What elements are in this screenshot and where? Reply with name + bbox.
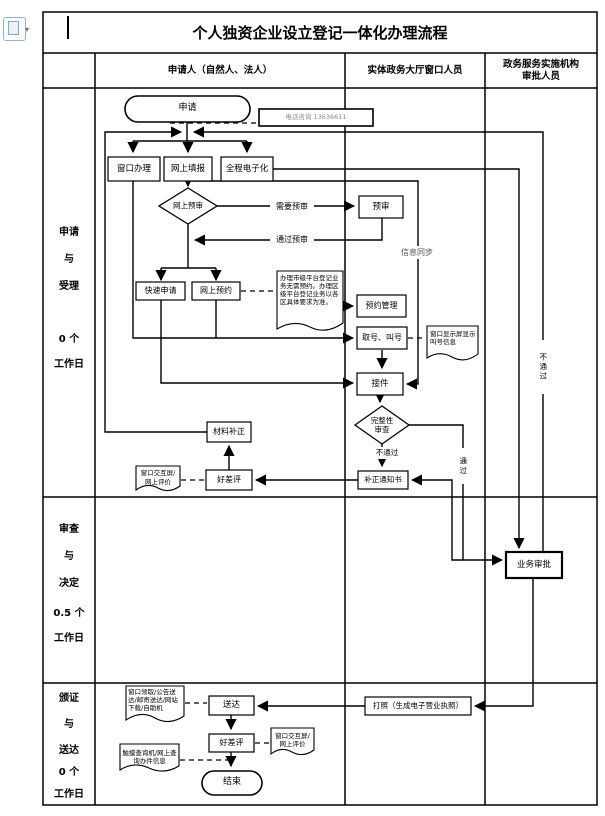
- node-correction-notice: 补正通知书: [364, 475, 402, 485]
- node-shapes: [107, 95, 564, 796]
- edge-label-info-sync: 信息同步: [396, 246, 438, 259]
- fast-apply-shape: [135, 281, 186, 301]
- node-window-handle: 窗口办理: [116, 163, 151, 174]
- edge-label-pass-precheck: 通过预审: [270, 233, 314, 246]
- node-delivery-note: 窗口领取/公告送达/邮寄送达/网站下载/自助机: [128, 688, 178, 713]
- rating-note1-shape: [135, 465, 181, 492]
- edge-diamond-split: [161, 224, 216, 269]
- material-correction-shape: [206, 421, 252, 443]
- delivery-shape: [208, 695, 255, 716]
- node-take-number: 取号、叫号: [362, 333, 402, 342]
- edge-pass-precheck: [193, 218, 383, 246]
- edge-electronic-to-approval: [272, 168, 525, 550]
- node-end: 结束: [222, 777, 241, 788]
- node-booking-mgmt: 预约管理: [365, 301, 398, 310]
- correction-notice-shape: [357, 470, 409, 490]
- online-fill-shape: [163, 156, 213, 182]
- edge-approval-to-print: [473, 578, 534, 712]
- edge-label-approval-fail: 不通过: [536, 340, 550, 394]
- node-rating-note-1: 窗口交互屏/网上评价: [140, 469, 176, 486]
- take-number-shape: [356, 326, 408, 350]
- phone-note-shape: [258, 108, 374, 127]
- flow-edges: [104, 122, 544, 768]
- edge-label-check-pass: 通过: [456, 448, 470, 484]
- completeness-check-diamond: [353, 405, 411, 445]
- online-precheck-diamond: [157, 187, 219, 225]
- query-note-shape: [119, 743, 180, 772]
- node-delivery: 送达: [222, 700, 240, 711]
- rating2-shape: [208, 733, 255, 753]
- table-grid: [42, 11, 598, 806]
- end-shape: [201, 770, 263, 796]
- node-completeness-check: 完整性 审查: [370, 415, 394, 434]
- number-note-shape: [426, 325, 479, 361]
- phase-label-apply-accept: 申请 与 受理: [59, 227, 79, 292]
- edge-check-pass-to-approval: [409, 424, 504, 566]
- dashed-edges: [170, 122, 425, 761]
- phase-days-apply-accept: 0 个 工作日: [54, 334, 84, 370]
- edge-info-sync: [188, 180, 419, 390]
- node-fast-apply: 快速申请: [144, 286, 177, 295]
- node-online-booking: 网上预约: [200, 286, 232, 295]
- paste-options-icon[interactable]: ▾: [3, 17, 33, 43]
- text-cursor: [67, 16, 69, 39]
- node-full-electronic: 全程电子化: [225, 163, 269, 174]
- intake-shape: [356, 372, 404, 396]
- approval-shape: [504, 550, 564, 580]
- node-material-correction: 材料补正: [213, 427, 245, 436]
- edge-fast-to-intake: [160, 300, 355, 389]
- print-license-shape: [364, 696, 472, 716]
- phase-days-issue-deliver: 0 个 工作日: [54, 767, 84, 800]
- column-header-window-staff: 实体政务大厅窗口人员: [367, 64, 463, 76]
- dropdown-chevron-icon: ▾: [25, 25, 30, 34]
- node-rating-note-2: 窗口交互屏/网上评价: [275, 731, 310, 748]
- node-booking-note: 办理市级平台登记业务无需预约。办理区级平台登记业务以各区具体要求为准。: [280, 274, 339, 307]
- edge-label-check-fail: 不通过: [370, 447, 404, 459]
- outer-border: [42, 11, 598, 806]
- node-number-note: 窗口显示屏显示叫号信息: [430, 330, 476, 347]
- node-phone-note: 电话咨询 13636611: [285, 113, 347, 122]
- edge-start-split: [133, 122, 247, 142]
- node-intake: 接件: [371, 378, 389, 389]
- edge-to-correction-notice: [410, 474, 463, 561]
- window-handle-shape: [107, 156, 161, 182]
- phase-days-review-decide: 0.5 个 工作日: [53, 608, 85, 644]
- node-rating-2: 好差评: [219, 738, 244, 747]
- delivery-note-shape: [125, 685, 185, 723]
- edge-material-loop: [104, 126, 207, 433]
- start-shape: [124, 95, 251, 123]
- document-glyph-icon: [8, 21, 19, 35]
- edge-label-need-precheck: 需要预审: [270, 200, 314, 213]
- phase-label-review-decide: 审查 与 决定: [59, 524, 79, 589]
- node-print-license: 打照（生成电子营业执照）: [373, 701, 463, 711]
- phase-label-issue-deliver: 颁证 与 送达: [59, 693, 79, 756]
- node-start: 申请: [178, 103, 197, 114]
- booking-mgmt-shape: [356, 294, 407, 318]
- page-title: 个人独资企业设立登记一体化办理流程: [192, 23, 448, 42]
- node-approval: 业务审批: [516, 559, 551, 570]
- rating-note2-shape: [270, 727, 315, 756]
- full-electronic-shape: [220, 156, 274, 182]
- online-booking-shape: [191, 281, 241, 301]
- column-header-approver: 政务服务实施机构 审批人员: [502, 58, 579, 82]
- column-header-applicant: 申请人（自然人、法人）: [167, 64, 273, 76]
- booking-note-shape: [276, 270, 344, 331]
- edge-window-to-takenumber: [132, 181, 355, 344]
- precheck-shape: [358, 195, 404, 219]
- edge-approval-fail-loop: [192, 126, 544, 552]
- node-online-fill: 网上填报: [170, 163, 205, 174]
- node-query-note: 触摸查询机/网上查询办件信息: [122, 748, 177, 765]
- rating1-shape: [205, 469, 253, 491]
- node-rating-1: 好差评: [217, 475, 241, 484]
- node-precheck: 预审: [372, 201, 390, 212]
- node-online-precheck: 网上预审: [173, 201, 203, 211]
